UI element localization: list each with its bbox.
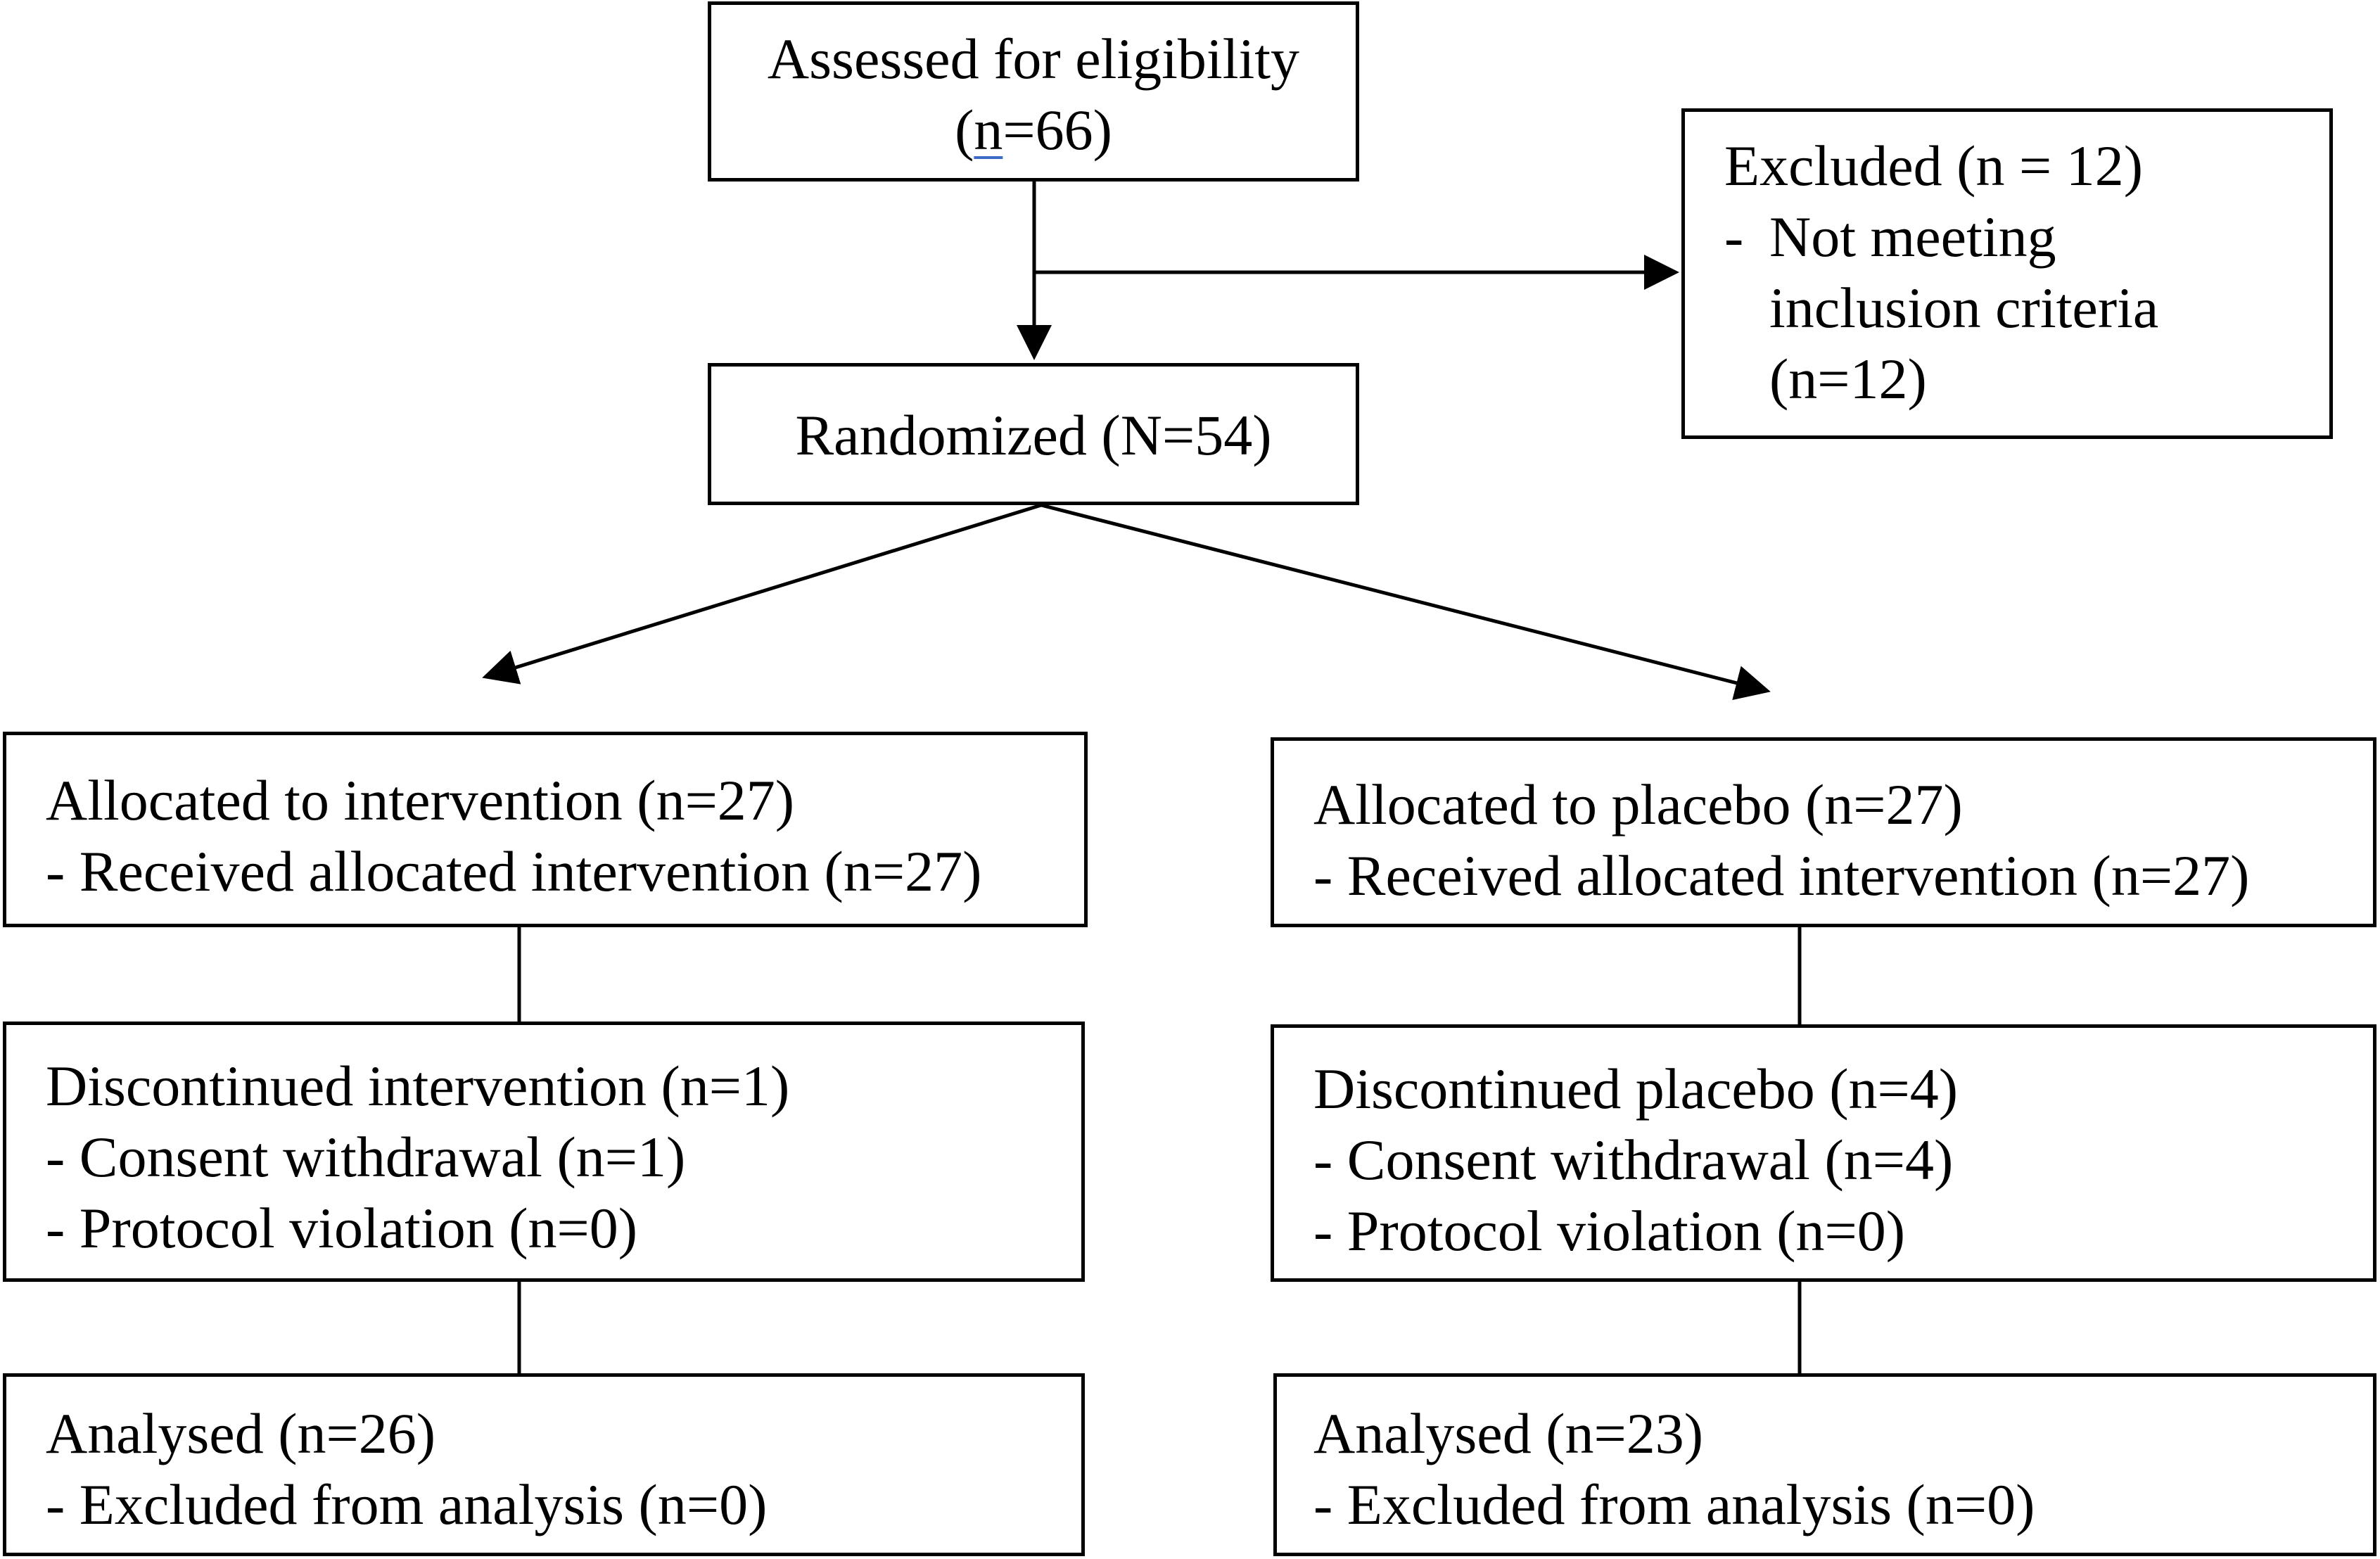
excluded-box: Excluded (n = 12) - Not meeting inclusio…	[1681, 108, 2333, 439]
intervention-discontinued-title: Discontinued intervention (n=1)	[46, 1054, 790, 1118]
intervention-received: - Received allocated intervention (n=27)	[46, 839, 982, 903]
placebo-excluded-from-analysis: - Excluded from analysis (n=0)	[1313, 1472, 2035, 1536]
excluded-reason-line2: inclusion criteria	[1769, 276, 2159, 340]
assessed-count: (n=66)	[955, 98, 1112, 162]
intervention-allocated-box: Allocated to intervention (n=27) - Recei…	[3, 732, 1088, 927]
placebo-received: - Received allocated intervention (n=27)	[1313, 844, 2250, 908]
intervention-allocated-title: Allocated to intervention (n=27)	[46, 768, 795, 832]
intervention-protocol-violation: - Protocol violation (n=0)	[46, 1196, 638, 1260]
intervention-analysed-title: Analysed (n=26)	[46, 1401, 436, 1465]
intervention-analysed-box: Analysed (n=26) - Excluded from analysis…	[3, 1373, 1085, 1556]
placebo-allocated-title: Allocated to placebo (n=27)	[1313, 772, 1963, 836]
placebo-analysed-box: Analysed (n=23) - Excluded from analysis…	[1273, 1373, 2376, 1556]
randomized-box: Randomized (N=54)	[708, 363, 1359, 505]
excluded-reason-line1: Not meeting	[1769, 205, 2056, 269]
placebo-analysed-title: Analysed (n=23)	[1313, 1401, 1704, 1465]
placebo-discontinued-title: Discontinued placebo (n=4)	[1313, 1057, 1959, 1121]
placebo-discontinued-box: Discontinued placebo (n=4) - Consent wit…	[1271, 1024, 2376, 1282]
arrow-randomized-to-intervention	[482, 503, 1042, 685]
excluded-reason-line3: (n=12)	[1769, 347, 1927, 411]
assessed-title: Assessed for eligibility	[767, 27, 1300, 91]
excluded-bullet: -	[1724, 205, 1744, 269]
arrow-randomized-to-placebo	[1041, 503, 1771, 701]
intervention-consent-withdrawal: - Consent withdrawal (n=1)	[46, 1125, 686, 1189]
randomized-title: Randomized (N=54)	[795, 403, 1272, 467]
intervention-discontinued-box: Discontinued intervention (n=1) - Consen…	[3, 1022, 1085, 1282]
assessed-box: Assessed for eligibility (n=66)	[708, 1, 1359, 182]
intervention-excluded-from-analysis: - Excluded from analysis (n=0)	[46, 1472, 768, 1536]
placebo-allocated-box: Allocated to placebo (n=27) - Received a…	[1271, 737, 2376, 927]
placebo-consent-withdrawal: - Consent withdrawal (n=4)	[1313, 1128, 1954, 1192]
excluded-title: Excluded (n = 12)	[1724, 134, 2144, 198]
excluded-reason: - Not meeting inclusion criteria (n=12)	[1724, 201, 2329, 414]
placebo-protocol-violation: - Protocol violation (n=0)	[1313, 1199, 1906, 1263]
